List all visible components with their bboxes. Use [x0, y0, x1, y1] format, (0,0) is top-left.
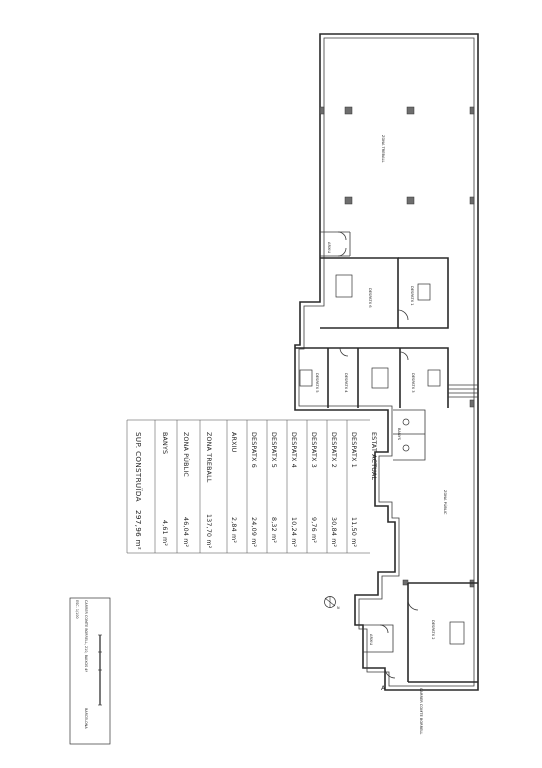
- title-block: CARRER COMTE BORRELL, 210, BAIXOS 4ª BAR…: [69, 597, 111, 745]
- room-label-despatx-3: DESPATX 3: [411, 373, 415, 393]
- table-row-value: 8,32 m²: [270, 517, 277, 543]
- desk: [417, 283, 431, 301]
- column: [406, 106, 415, 115]
- table-row-value: 10,24 m²: [290, 517, 297, 548]
- door-swing: [397, 309, 409, 321]
- entrance-door: [384, 667, 396, 679]
- table-row-label: DESPATX 6: [250, 432, 257, 468]
- outer-wall: [294, 33, 479, 691]
- table-row-label: ZONA TREBALL: [205, 432, 212, 483]
- title-address: CARRER COMTE BORRELL, 210, BAIXOS 4ª: [84, 600, 88, 672]
- entrance-mark: A: [381, 685, 386, 692]
- steps: [448, 384, 478, 398]
- room-label-arxiu-top: ARXIU: [327, 242, 331, 253]
- table-row-value: 24,09 m²: [250, 517, 257, 548]
- room-label-zona-public: ZONA PÚBLIC: [443, 490, 448, 515]
- north-label: N: [337, 606, 340, 610]
- despatx-6-walls: [320, 257, 399, 329]
- column: [469, 399, 475, 408]
- table-row-label: DESPATX 1: [350, 432, 357, 468]
- column: [344, 196, 353, 205]
- column: [319, 106, 325, 115]
- table-row-label: DESPATX 4: [290, 432, 297, 468]
- outer-wall-inner-line: [298, 37, 475, 687]
- north-arrow-icon: N: [324, 596, 340, 610]
- table-row-value: 30,84 m²: [330, 517, 337, 548]
- street-label: CARRER COMTE BORRELL: [419, 688, 423, 734]
- table-row-label: BANYS: [161, 432, 168, 454]
- toilet: [402, 444, 410, 452]
- despatx-1-walls: [398, 257, 449, 329]
- table-row-label: ZONA PÚBLIC: [182, 432, 191, 477]
- column: [469, 106, 475, 115]
- door-swing: [339, 347, 409, 361]
- room-label-arxiu-bottom: ARXIU: [369, 634, 373, 645]
- table-row-value: 2,84 m²: [230, 517, 237, 543]
- despatx-2-walls: [407, 582, 478, 683]
- door-swing: [337, 231, 347, 257]
- area-table: ESTAT ACTUAL DESPATX 1 11,50 m² DESPATX …: [126, 419, 377, 554]
- table-row-value: 137,70 m²: [205, 514, 212, 549]
- title-city: BARCELONA: [84, 708, 88, 729]
- table-row-value: 46,04 m²: [182, 517, 189, 548]
- room-label-zona-treball: ZONA TREBALL: [381, 135, 385, 162]
- column: [469, 196, 475, 205]
- arxiu-bottom-walls: [363, 624, 394, 653]
- table-row-label: ARXIU: [230, 432, 237, 453]
- title-scale: ESC. 1/100: [75, 600, 79, 619]
- desk: [335, 274, 353, 298]
- desk: [427, 369, 441, 387]
- table-total-value: 297,96 m²: [134, 510, 143, 550]
- room-label-despatx-1: DESPATX 1: [410, 286, 414, 306]
- room-label-despatx-6: DESPATX 6: [368, 288, 372, 308]
- door-swing: [407, 599, 419, 611]
- toilet: [402, 418, 410, 426]
- table-heading: ESTAT ACTUAL: [370, 432, 377, 481]
- door-swing: [379, 624, 389, 634]
- despatx-row-walls: [295, 347, 449, 408]
- table-row-value: 4,61 m²: [161, 520, 168, 546]
- table-total-label: SUP. CONSTRUÏDA: [134, 432, 143, 502]
- room-label-despatx-5: DESPATX 5: [315, 373, 319, 393]
- room-label-despatx-4: DESPATX 4: [344, 373, 348, 393]
- table-row-value: 11,50 m²: [350, 517, 357, 548]
- arxiu-top-walls: [320, 231, 351, 257]
- table-row-value: 9,76 m²: [310, 517, 317, 543]
- column: [344, 106, 353, 115]
- table-row-label: DESPATX 2: [330, 432, 337, 468]
- table-row-label: DESPATX 3: [310, 432, 317, 468]
- desk: [449, 621, 465, 645]
- banys-walls: [393, 409, 426, 461]
- table-row-label: DESPATX 5: [270, 432, 277, 468]
- column: [406, 196, 415, 205]
- desk: [299, 369, 313, 387]
- room-label-banys: BANYS: [397, 428, 401, 441]
- desk: [371, 367, 389, 389]
- room-label-despatx-2: DESPATX 2: [431, 620, 435, 640]
